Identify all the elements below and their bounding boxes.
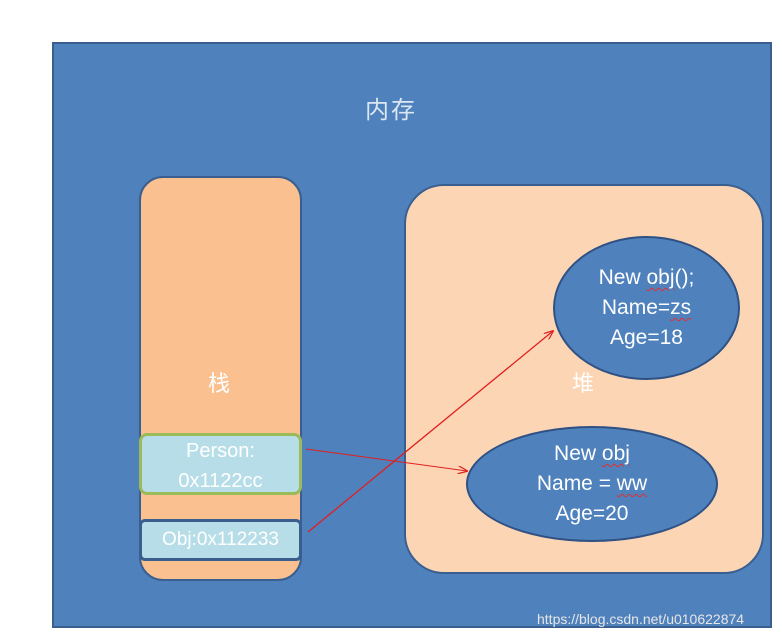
stack-label: 栈 <box>208 371 231 396</box>
stack-region <box>139 176 302 581</box>
heap-object-zs-line1: New obj(); <box>598 266 695 289</box>
obj-address: Obj:0x112233 <box>162 529 279 550</box>
heap-label: 堆 <box>572 371 595 396</box>
arrow-obj-to-zs <box>307 331 553 533</box>
heap-object-ww-line3: Age=20 <box>555 502 629 525</box>
arrow-person-to-ww <box>305 448 467 471</box>
memory-label: 内存 <box>365 97 417 124</box>
heap-object-zs-line3: Age=18 <box>610 326 683 349</box>
stack-cell-obj: Obj:0x112233 <box>139 519 302 561</box>
person-var-label: Person: <box>186 440 255 462</box>
heap-object-ww-line1: New obj <box>554 442 630 465</box>
heap-object-zs: New obj(); Name=zs Age=18 <box>553 236 740 380</box>
person-address: 0x1122cc <box>178 470 263 492</box>
heap-object-ww: New obj Name = ww Age=20 <box>466 426 718 542</box>
heap-object-zs-line2: Name=zs <box>601 296 692 319</box>
heap-object-ww-line2: Name = ww <box>536 472 648 495</box>
stack-cell-person: Person: 0x1122cc <box>139 433 302 495</box>
watermark: https://blog.csdn.net/u010622874 <box>537 611 745 627</box>
